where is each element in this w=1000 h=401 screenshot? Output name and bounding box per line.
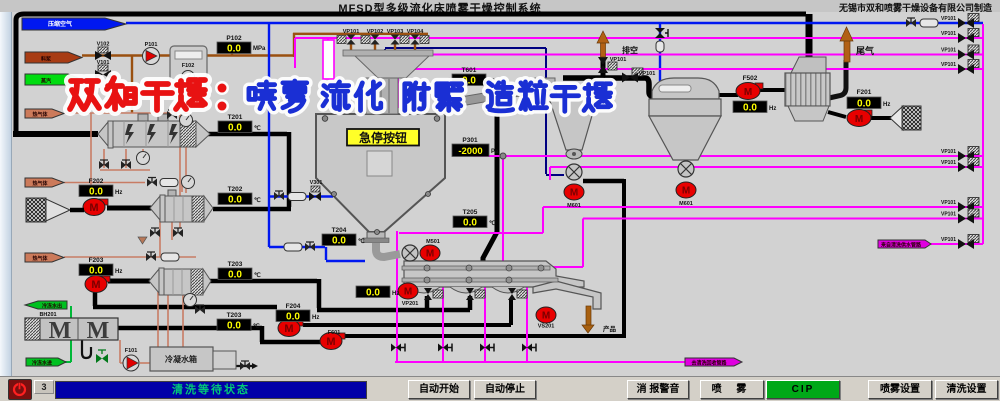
svg-text:Hz: Hz (883, 102, 890, 108)
svg-text:T205: T205 (463, 209, 478, 216)
svg-text:蒸汽: 蒸汽 (41, 78, 51, 85)
svg-text:VP103: VP103 (387, 29, 404, 35)
svg-text:0.0: 0.0 (286, 312, 300, 323)
svg-text:0.0: 0.0 (228, 195, 242, 206)
svg-text:T203: T203 (228, 261, 243, 268)
svg-text:VP104: VP104 (407, 29, 424, 35)
svg-text:0.0: 0.0 (743, 103, 757, 114)
svg-text:0.0: 0.0 (228, 123, 242, 134)
svg-text:冷冻水进: 冷冻水进 (32, 360, 52, 367)
svg-text:0.0: 0.0 (89, 266, 103, 277)
svg-text:Hz: Hz (115, 190, 122, 196)
svg-text:P102: P102 (226, 35, 242, 42)
svg-text:热气体: 热气体 (32, 111, 48, 118)
svg-text:V301: V301 (310, 180, 323, 186)
svg-text:V102: V102 (97, 42, 110, 48)
svg-text:F201: F201 (857, 89, 872, 96)
svg-text:来自清洗供水管路: 来自清洗供水管路 (880, 242, 922, 249)
svg-text:P101: P101 (145, 42, 158, 48)
svg-text:F202: F202 (89, 178, 104, 185)
svg-text:VS201: VS201 (538, 324, 555, 330)
svg-text:F204: F204 (286, 303, 301, 310)
svg-text:-2000: -2000 (458, 146, 482, 157)
svg-text:VP101: VP101 (941, 160, 956, 166)
svg-text:M: M (855, 114, 863, 125)
svg-text:VP102: VP102 (367, 29, 384, 35)
svg-text:F101: F101 (125, 348, 138, 354)
svg-text:冷冻水出: 冷冻水出 (42, 303, 62, 310)
svg-text:VP101: VP101 (639, 71, 656, 77)
svg-text:F502: F502 (743, 75, 758, 82)
svg-text:M: M (87, 318, 110, 344)
svg-text:BH201: BH201 (39, 312, 56, 318)
svg-text:MPa: MPa (253, 46, 266, 52)
svg-text:0.0: 0.0 (366, 288, 380, 299)
svg-text:V101: V101 (97, 60, 110, 66)
svg-text:VP101: VP101 (941, 16, 956, 22)
svg-text:Hz: Hz (769, 106, 776, 112)
svg-text:Pa: Pa (491, 149, 499, 155)
svg-text:F601: F601 (328, 330, 341, 336)
svg-text:0.0: 0.0 (89, 187, 103, 198)
svg-text:热气体: 热气体 (32, 255, 48, 262)
svg-text:℃: ℃ (254, 272, 261, 279)
svg-text:VP101: VP101 (941, 149, 956, 155)
svg-text:℃: ℃ (358, 238, 365, 245)
svg-text:VP101: VP101 (941, 48, 956, 54)
svg-text:M501: M501 (426, 239, 440, 245)
svg-text:F102: F102 (182, 63, 195, 69)
svg-text:尾气: 尾气 (855, 45, 874, 56)
svg-text:T601: T601 (462, 67, 477, 74)
svg-text:T201: T201 (228, 114, 243, 121)
svg-text:M: M (744, 87, 752, 98)
svg-text:排空: 排空 (622, 45, 638, 55)
svg-text:VP101: VP101 (941, 200, 956, 206)
svg-text:F203: F203 (89, 257, 104, 264)
svg-text:P301: P301 (462, 137, 478, 144)
svg-text:0.0: 0.0 (332, 236, 346, 247)
svg-text:VP101: VP101 (941, 31, 956, 37)
svg-text:Hz: Hz (392, 291, 399, 297)
svg-text:去清洗回收管路: 去清洗回收管路 (691, 360, 727, 367)
svg-text:产品: 产品 (603, 324, 617, 333)
svg-text:Hz: Hz (115, 269, 122, 275)
svg-text:冷凝水箱: 冷凝水箱 (165, 354, 197, 364)
svg-text:Hz: Hz (312, 315, 319, 321)
svg-text:0.0: 0.0 (227, 321, 241, 332)
svg-text:℃: ℃ (254, 197, 261, 204)
svg-text:M601: M601 (679, 201, 693, 207)
svg-text:VP101: VP101 (941, 212, 956, 218)
svg-text:T203: T203 (227, 312, 242, 319)
svg-text:0.0: 0.0 (857, 99, 871, 110)
svg-text:0.0: 0.0 (462, 76, 476, 87)
svg-text:压缩空气: 压缩空气 (48, 20, 72, 28)
svg-text:急停按钮: 急停按钮 (359, 130, 407, 145)
svg-text:VP101: VP101 (941, 62, 956, 68)
svg-text:℃: ℃ (253, 323, 260, 330)
svg-text:T202: T202 (228, 186, 243, 193)
svg-text:M: M (49, 318, 72, 344)
svg-text:料浆: 料浆 (41, 56, 52, 63)
svg-text:M601: M601 (567, 203, 581, 209)
svg-text:0.0: 0.0 (228, 270, 242, 281)
svg-text:0.0: 0.0 (227, 44, 241, 55)
svg-text:T204: T204 (332, 227, 347, 234)
svg-text:℃: ℃ (489, 220, 496, 227)
svg-text:VP101: VP101 (610, 57, 627, 63)
svg-text:VP101: VP101 (343, 29, 360, 35)
svg-text:0.0: 0.0 (463, 218, 477, 229)
svg-text:热气体: 热气体 (32, 180, 48, 187)
svg-text:℃: ℃ (254, 125, 261, 132)
svg-text:VP201: VP201 (402, 301, 419, 307)
svg-text:VP101: VP101 (941, 237, 956, 243)
